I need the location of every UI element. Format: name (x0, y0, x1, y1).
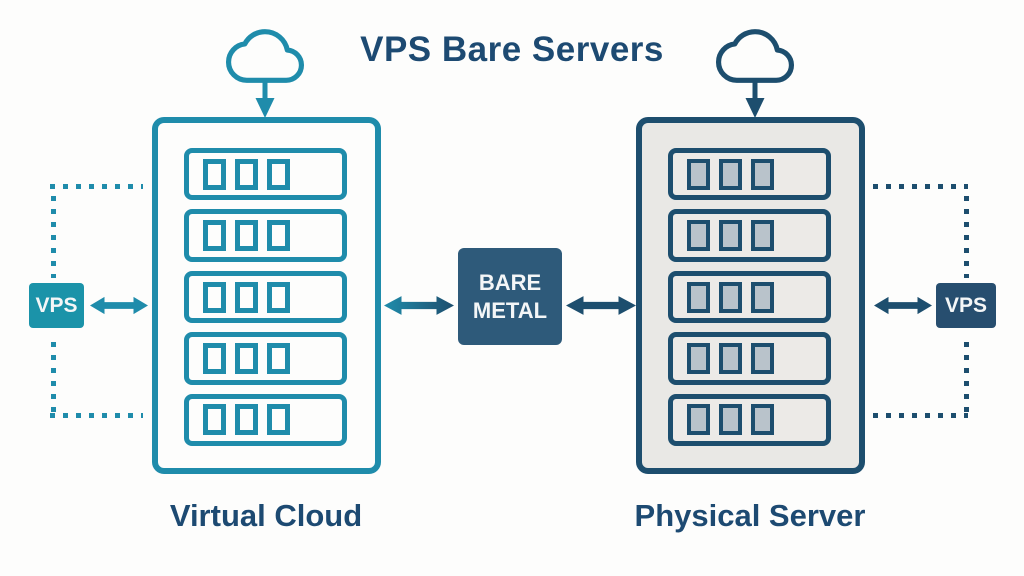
drive-slot (203, 342, 226, 374)
drive-slot (751, 281, 774, 313)
bare-metal-box: BARE METAL (458, 248, 562, 345)
double-arrow-icon-vps-right (874, 295, 932, 316)
drive-slot (687, 281, 710, 313)
drive-slot (687, 404, 710, 436)
drive-slot (751, 342, 774, 374)
drive-slot (687, 220, 710, 252)
down-arrow-icon-left (252, 80, 278, 118)
double-arrow-icon-center-left (384, 294, 454, 317)
server-unit (668, 393, 831, 447)
physical-rack (636, 117, 865, 474)
server-unit (668, 209, 831, 262)
drive-slot (719, 342, 742, 374)
drive-slot (719, 220, 742, 252)
dotted-connector-right-lower (964, 342, 969, 412)
server-unit (184, 148, 347, 201)
vps-badge-left: VPS (29, 283, 84, 328)
server-unit (184, 270, 347, 324)
drive-slot (235, 342, 258, 374)
drive-slot (267, 281, 290, 313)
dotted-connector-left-upper (51, 196, 56, 278)
virtual-rack (152, 117, 381, 474)
drive-slot (203, 158, 226, 190)
server-unit (668, 148, 831, 201)
server-unit (668, 270, 831, 324)
drive-slot (687, 158, 710, 190)
dotted-connector-right-upper (964, 196, 969, 278)
drive-slot (235, 404, 258, 436)
drive-slot (719, 281, 742, 313)
drive-slot (267, 342, 290, 374)
cloud-icon-right (714, 26, 796, 86)
drive-slot (203, 404, 226, 436)
vps-badge-right: VPS (936, 283, 996, 328)
server-unit (184, 209, 347, 262)
drive-slot (203, 220, 226, 252)
dotted-connector-left-bottom (50, 413, 143, 418)
drive-slot (751, 404, 774, 436)
double-arrow-icon-vps-left (90, 295, 148, 316)
dotted-connector-left-lower (51, 342, 56, 412)
drive-slot (719, 158, 742, 190)
rack-caption-right: Physical Server (634, 498, 866, 533)
rack-caption-left: Virtual Cloud (169, 498, 363, 533)
down-arrow-icon-right (742, 80, 768, 118)
server-unit (184, 393, 347, 447)
drive-slot (267, 404, 290, 436)
drive-slot (235, 220, 258, 252)
drive-slot (751, 158, 774, 190)
drive-slot (235, 158, 258, 190)
drive-slot (235, 281, 258, 313)
diagram-title: VPS Bare Servers (360, 30, 664, 69)
drive-slot (203, 281, 226, 313)
drive-slot (687, 342, 710, 374)
server-unit (668, 332, 831, 385)
dotted-connector-left-top (50, 184, 143, 189)
dotted-connector-right-bottom (873, 413, 968, 418)
drive-slot (751, 220, 774, 252)
drive-slot (719, 404, 742, 436)
dotted-connector-right-top (873, 184, 968, 189)
drive-slot (267, 220, 290, 252)
drive-slot (267, 158, 290, 190)
server-unit (184, 332, 347, 385)
cloud-icon-left (224, 26, 306, 86)
double-arrow-icon-center-right (566, 294, 636, 317)
